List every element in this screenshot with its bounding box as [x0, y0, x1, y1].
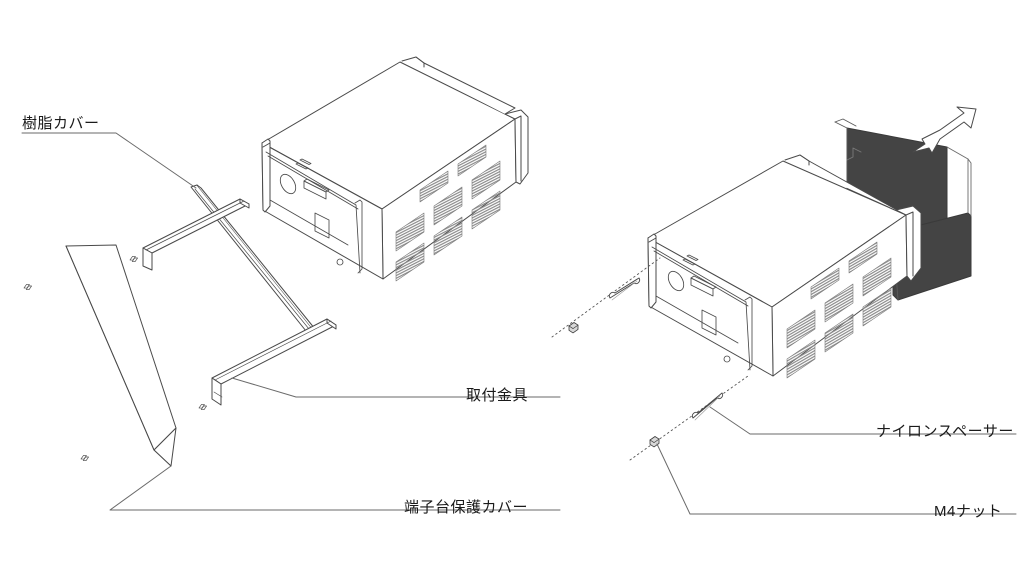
terminal-block-protective-cover	[65, 244, 177, 467]
leader-m4-nut	[656, 443, 1017, 515]
leader-mounting-bracket	[231, 377, 561, 398]
leader-terminal-cover	[109, 465, 561, 511]
instrument-right-body	[647, 118, 972, 379]
label-terminal-block-protective-cover: 端子台保護カバー	[404, 499, 529, 516]
fastener-axis-upper	[551, 257, 661, 338]
label-m4-nut: M4ナット	[934, 503, 1003, 520]
label-nylon-spacer: ナイロンスペーサー	[876, 423, 1014, 440]
fastener-axis-lower	[629, 375, 749, 461]
mounting-bracket-lower	[211, 318, 337, 406]
mounting-bracket-upper	[142, 198, 250, 271]
leader-nylon-spacer	[709, 406, 1017, 435]
label-resin-cover: 樹脂カバー	[22, 115, 100, 132]
insertion-direction-arrow	[912, 106, 977, 154]
instrument-left-body	[261, 56, 529, 282]
m4-nut-upper	[568, 322, 579, 334]
leader-resin-cover	[21, 132, 197, 189]
nylon-spacer-upper	[608, 277, 641, 301]
label-mounting-bracket: 取付金具	[466, 387, 529, 404]
nylon-spacer-lower	[691, 392, 724, 421]
